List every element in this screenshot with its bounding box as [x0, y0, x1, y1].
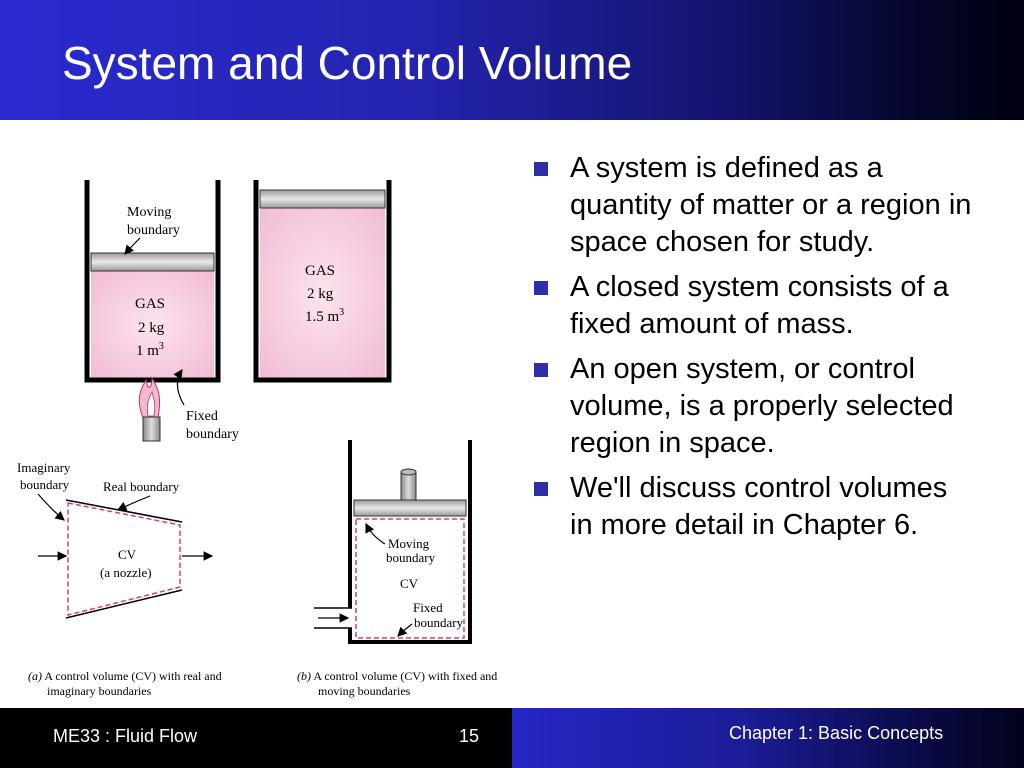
- footer-course: ME33 : Fluid Flow: [53, 726, 198, 746]
- piston-2: [259, 189, 386, 209]
- footer-left: ME33 : Fluid Flow 15: [0, 708, 512, 768]
- bullet-square-icon: [534, 363, 548, 377]
- nozzle-diagram: Imaginary boundary Real boundary CV (a n…: [17, 460, 214, 619]
- real-boundary-label: Real boundary: [103, 479, 180, 494]
- footer-chapter: Chapter 1: Basic Concepts: [729, 723, 944, 743]
- bullet-text: An open system, or control volume, is a …: [570, 353, 954, 459]
- piston-cv-fixed-label-b: boundary: [414, 615, 464, 630]
- mass-label-2: 2 kg: [307, 286, 334, 302]
- footer-page-number: 15: [459, 726, 480, 746]
- mass-label-1: 2 kg: [138, 320, 165, 336]
- burner-pipe: [142, 416, 161, 442]
- bullet-text: A system is defined as a quantity of mat…: [570, 152, 972, 258]
- piston-cv-wall: [348, 440, 472, 644]
- caption-b-line-1: (b) A control volume (CV) with fixed and: [297, 669, 497, 683]
- piston-cv-rod: [400, 471, 417, 501]
- caption-a-line-2: imaginary boundaries: [47, 684, 152, 698]
- fixed-boundary-label-1a: Fixed: [186, 409, 218, 424]
- bullet-text: We'll discuss control volumes in more de…: [570, 472, 948, 541]
- moving-boundary-label-1a: Moving: [127, 205, 171, 220]
- piston-cv-fixed-arrow: [397, 623, 413, 637]
- cylinder-2-wall: [253, 180, 392, 383]
- piston-cv-fixed-label-a: Fixed: [413, 600, 443, 615]
- nozzle-cv-label: CV: [118, 547, 137, 562]
- nozzle-cv-sublabel: (a nozzle): [100, 565, 152, 580]
- cylinder-1: Moving boundary GAS 2 kg 1 m3 Fixed boun…: [84, 180, 239, 442]
- imaginary-boundary-label-a: Imaginary: [17, 460, 71, 475]
- piston-cv-moving-label-a: Moving: [388, 536, 430, 551]
- bullet-square-icon: [534, 162, 548, 176]
- bullet-item: An open system, or control volume, is a …: [534, 351, 974, 462]
- fixed-boundary-arrow-1: [173, 369, 185, 406]
- cylinder-2: GAS 2 kg 1.5 m3: [253, 180, 392, 383]
- gas-label-1: GAS: [135, 296, 165, 312]
- bullet-square-icon: [534, 281, 548, 295]
- real-boundary-arrow: [116, 495, 151, 511]
- bullet-item: We'll discuss control volumes in more de…: [534, 470, 974, 544]
- caption-a-line-1: (a) A control volume (CV) with real and: [28, 669, 222, 683]
- piston-cv-label: CV: [400, 576, 419, 591]
- bullet-text: A closed system consists of a fixed amou…: [570, 271, 949, 340]
- imaginary-boundary-arrow: [37, 493, 65, 521]
- piston-cv-rod-top: [400, 468, 417, 476]
- caption-b-line-2: moving boundaries: [318, 684, 411, 698]
- nozzle-cv-boundary: [67, 502, 181, 616]
- gas-region-2: [260, 208, 385, 378]
- imaginary-boundary-label-b: boundary: [20, 477, 70, 492]
- piston-cv-piston: [353, 499, 467, 517]
- nozzle-wall-top: [65, 499, 183, 523]
- volume-label-2: 1.5 m3: [305, 307, 344, 325]
- bullet-square-icon: [534, 482, 548, 496]
- gas-region-1: [91, 271, 214, 378]
- piston-cv-moving-arrow: [365, 522, 386, 545]
- moving-boundary-label-1b: boundary: [127, 223, 180, 238]
- footer-right: Chapter 1: Basic Concepts: [512, 708, 1024, 768]
- slide-title: System and Control Volume: [62, 37, 633, 89]
- piston-cv-moving-label-b: boundary: [386, 550, 436, 565]
- gas-label-2: GAS: [305, 263, 335, 279]
- title-bar: System and Control Volume: [0, 0, 1024, 120]
- volume-label-1: 1 m3: [136, 341, 164, 359]
- bullet-item: A closed system consists of a fixed amou…: [534, 269, 974, 343]
- piston-1: [90, 252, 215, 272]
- system-control-volume-figure: Moving boundary GAS 2 kg 1 m3 Fixed boun…: [17, 180, 497, 698]
- moving-boundary-arrow-1: [124, 237, 141, 255]
- bullet-list: A system is defined as a quantity of mat…: [534, 150, 974, 552]
- bullet-item: A system is defined as a quantity of mat…: [534, 150, 974, 261]
- piston-cv-boundary: [355, 518, 465, 639]
- flame-icon: [138, 376, 161, 419]
- fixed-boundary-label-1b: boundary: [186, 427, 239, 442]
- piston-cv-diagram: Moving boundary CV Fixed boundary: [314, 440, 472, 644]
- nozzle-wall-bottom: [65, 589, 183, 619]
